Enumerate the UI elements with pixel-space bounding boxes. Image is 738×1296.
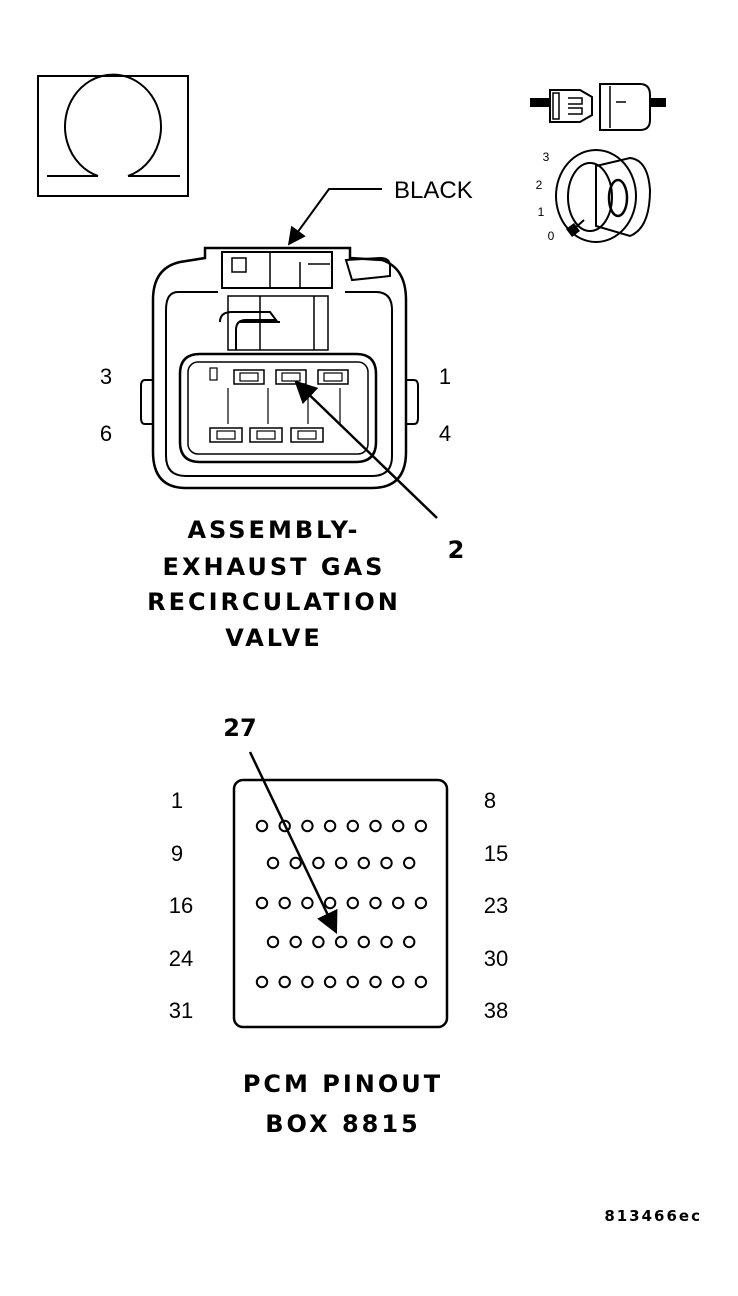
- connector-title-line: VALVE: [225, 624, 322, 652]
- pin-cavity-10: [289, 856, 302, 870]
- pin-callout-arrow: [248, 751, 338, 935]
- figure-id: 813466ec: [604, 1207, 702, 1225]
- pin-cavity-25: [289, 935, 302, 949]
- egr-connector-face: [140, 246, 419, 490]
- pin-cavity-21: [369, 896, 382, 910]
- connector-color-label: BLACK: [394, 177, 473, 204]
- pin-cavity-11: [312, 856, 325, 870]
- pin-cavity-14: [380, 856, 393, 870]
- pin-callout-number: 27: [223, 714, 256, 742]
- ignition-position-label: 2: [536, 178, 543, 192]
- pin-cavity-15: [403, 856, 416, 870]
- pcm-pin-grid: [255, 819, 428, 989]
- pin-cavity-24: [266, 935, 280, 949]
- connector-title-line: PCM PINOUT: [243, 1070, 443, 1098]
- pin-label: 24: [169, 946, 193, 971]
- pin-cavity-33: [301, 975, 314, 989]
- ohm-icon: [37, 73, 189, 197]
- ignition-position-label: 1: [538, 205, 545, 219]
- pin-label: 23: [484, 893, 508, 918]
- pin-cavity-36: [369, 975, 382, 989]
- pin-label: 1: [439, 364, 451, 389]
- pin-cavity-27: [334, 935, 348, 949]
- pin-label: 38: [484, 998, 508, 1023]
- pin-cavity-35: [346, 975, 359, 989]
- pin-cavity-18: [301, 896, 314, 910]
- pin-cavity-17: [278, 896, 291, 910]
- pin-cavity-4: [323, 819, 337, 833]
- ignition-position-label: 3: [543, 150, 550, 164]
- pcm-connector-face: [232, 778, 449, 1029]
- color-callout-leader: [287, 188, 382, 246]
- pin-cavity-34: [323, 975, 337, 989]
- connector-title-line: RECIRCULATION: [147, 588, 401, 616]
- pin-cavity-3: [301, 819, 314, 833]
- pin-cavity-8: [414, 819, 428, 833]
- pin-cavity-38: [414, 975, 428, 989]
- connector-title-line: EXHAUST GAS: [163, 553, 386, 581]
- pin-cavity-19: [323, 896, 337, 910]
- pin-cavity-7: [392, 819, 405, 833]
- pin-cavity-32: [278, 975, 291, 989]
- pin-cavity-6: [369, 819, 382, 833]
- pin-cavity-12: [334, 856, 348, 870]
- pin-cavity-28: [357, 935, 370, 949]
- pin-label: 30: [484, 946, 508, 971]
- pin-cavity-13: [357, 856, 370, 870]
- pin-callout-number: 2: [448, 536, 465, 564]
- pin-label: 8: [484, 788, 496, 813]
- pin-cavity-30: [403, 935, 416, 949]
- pin-cavity-9: [266, 856, 280, 870]
- pin-cavity-16: [255, 896, 269, 910]
- pin-cavity-1: [255, 819, 269, 833]
- pin-label: 31: [169, 998, 193, 1023]
- pin-cavity-22: [392, 896, 405, 910]
- pin-cavity-37: [392, 975, 405, 989]
- connector-title-line: ASSEMBLY-: [187, 516, 360, 544]
- pin-label: 6: [100, 421, 112, 446]
- pin-label: 4: [439, 421, 451, 446]
- ignition-key-icon: [555, 149, 652, 243]
- pin-label: 9: [171, 841, 183, 866]
- pin-cavity-31: [255, 975, 269, 989]
- pin-cavity-23: [414, 896, 428, 910]
- pcm-left-labels: 1 9 16 24 31: [169, 788, 193, 1023]
- pin-cavity-5: [346, 819, 359, 833]
- pin-cavity-29: [380, 935, 393, 949]
- ignition-position-label: 0: [548, 229, 555, 243]
- pin-label: 3: [100, 364, 112, 389]
- pin-label: 16: [169, 893, 193, 918]
- pin-label: 15: [484, 841, 508, 866]
- pin-label: 1: [171, 788, 183, 813]
- pcm-right-labels: 8 15 23 30 38: [484, 788, 508, 1023]
- connector-disconnected-icon: [530, 83, 666, 131]
- pin-callout-arrow: [294, 380, 438, 519]
- connector-title-line: BOX 8815: [265, 1110, 421, 1138]
- pin-cavity-20: [346, 896, 359, 910]
- pin-cavity-26: [312, 935, 325, 949]
